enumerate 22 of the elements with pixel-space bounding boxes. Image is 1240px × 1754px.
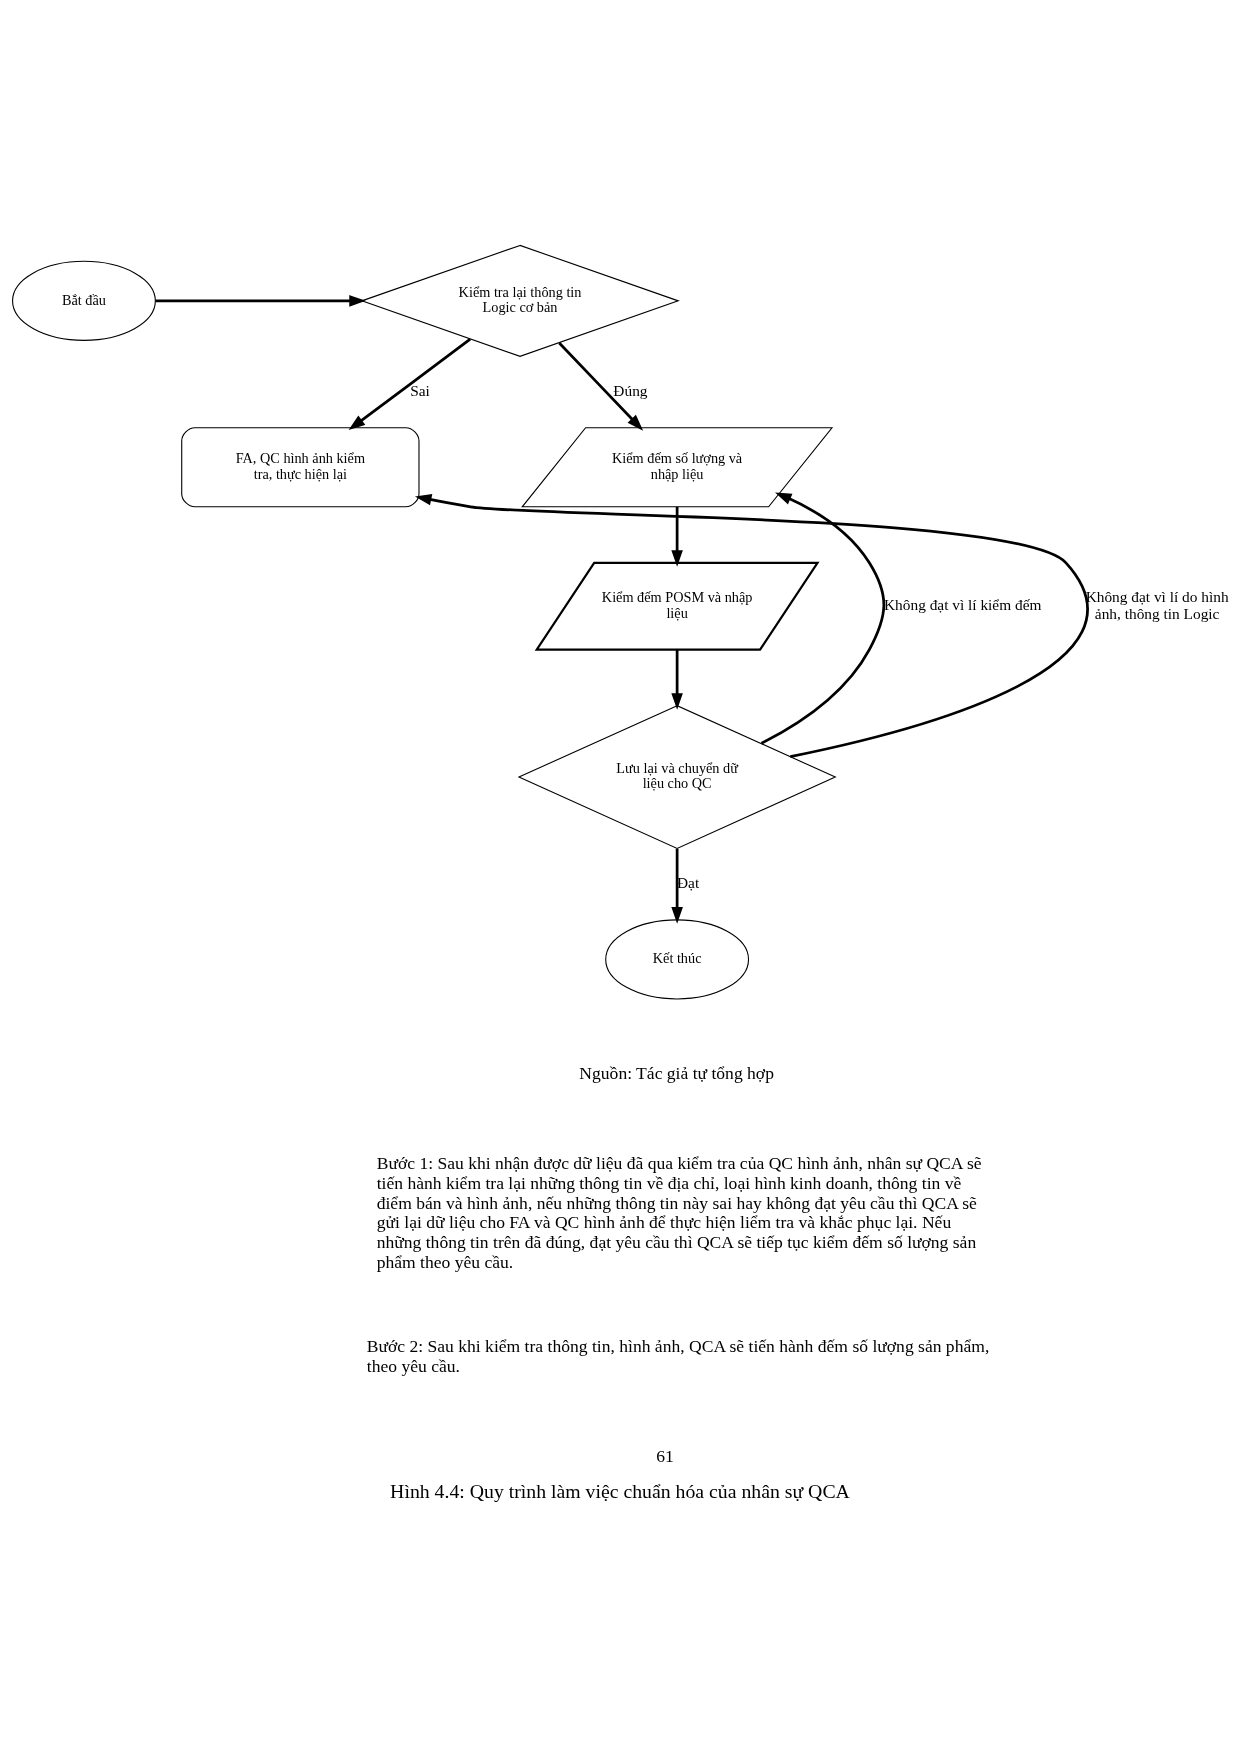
edge-label: Đúng	[613, 382, 648, 400]
edge-label: Không đạt vì lí do hình ảnh, thông tin Logic	[1085, 588, 1229, 622]
edge-label: Đạt	[677, 874, 700, 892]
arrow	[671, 848, 683, 924]
caption: Hình 4.4: Quy trình làm việc chuẩn hóa của nhân sự QCA	[390, 1480, 850, 1503]
label: Bước 1: Sau khi nhận được dữ liệu đã qua kiểm tra của QC hình ảnh, nhân sự QCA sẽ tiến hành kiểm tra lại những thông tin về địa chỉ, loại hình kinh doanh, thông tin về điểm bán và hình ảnh, nếu những thông tin này sai hay không đạt yêu cầu thì QCA sẽ gửi lại dữ liệu cho FA và QC hình ảnh để thực hiện liểm tra và khắc phục lại. Nếu những thông tin trên đã đúng, đạt yêu cầu thì QCA sẽ tiếp tục kiểm đếm số lượng sản phẩm theo yêu cầu.	[376, 1152, 982, 1272]
label: Nguồn: Tác giả tự tổng hợp	[579, 1062, 774, 1083]
node-ellipse: Bắt đầu	[12, 260, 156, 341]
node-diamond: Lưu lại và chuyển dữ liệu cho QC	[517, 705, 837, 850]
edge-label: Không đạt vì lí kiểm đếm	[884, 596, 1042, 614]
arrow	[671, 649, 683, 710]
label: 61	[656, 1446, 674, 1467]
arrow	[671, 506, 683, 567]
arrow	[558, 342, 644, 431]
node-box: FA, QC hình ảnh kiểm tra, thực hiện lại	[181, 427, 420, 508]
edge-label: Sai	[410, 382, 430, 400]
arrow	[760, 492, 886, 745]
arrow	[155, 295, 366, 307]
label: Bước 2: Sau khi kiểm tra thông tin, hình ảnh, QCA sẽ tiến hành đếm số lượng sản phẩm, theo yêu cầu.	[366, 1336, 990, 1377]
arrow	[348, 338, 471, 431]
arrow	[414, 494, 1088, 758]
node-ellipse: Kết thúc	[605, 919, 750, 1000]
